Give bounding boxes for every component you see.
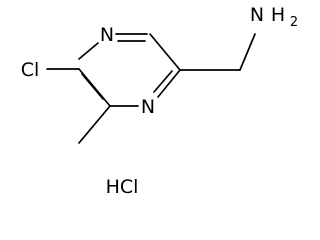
bond-c2-n1-inner <box>153 70 173 93</box>
amine-hydrogen-count: 2 <box>290 15 298 30</box>
ring-nitrogen-bottom: N <box>141 96 155 118</box>
bond-c3-c2 <box>149 33 181 71</box>
amine-nitrogen: N <box>250 4 264 26</box>
chemical-structure: N N Cl N H 2 HCl <box>21 4 298 198</box>
bond-c6-c5-inner <box>81 73 104 100</box>
ring-nitrogen-top: N <box>100 24 114 46</box>
amine-hydrogen: H <box>271 4 285 26</box>
hydrochloride-salt: HCl <box>106 176 139 198</box>
chlorine-atom: Cl <box>21 59 40 81</box>
bond-c5-n4 <box>78 42 99 60</box>
bond-c2-n1 <box>157 69 181 98</box>
bond-c6-c5 <box>78 68 111 107</box>
bond-ch2-nh2 <box>239 33 256 71</box>
bonds <box>46 33 256 144</box>
atom-labels: N N Cl N H 2 HCl <box>21 4 298 198</box>
bond-c6-methyl <box>78 105 111 144</box>
